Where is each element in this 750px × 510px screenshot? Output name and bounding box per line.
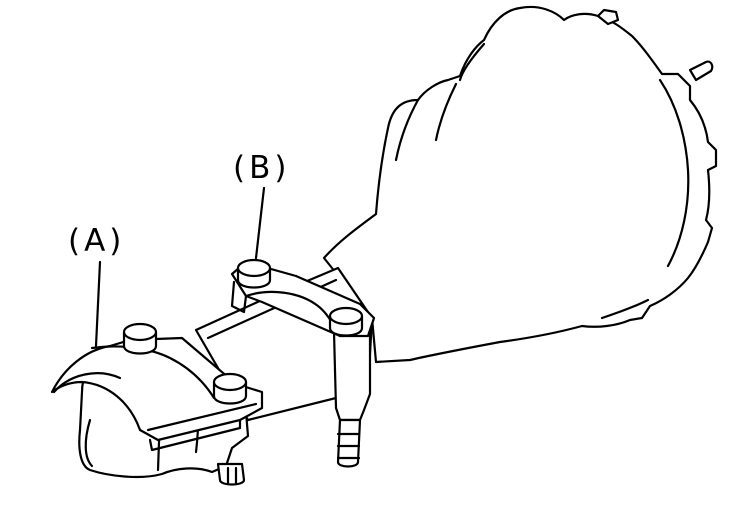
- saddle-a: [50, 322, 264, 452]
- saddle-a-bolt-1: [122, 322, 158, 355]
- callout-label-a: (A): [68, 223, 126, 259]
- leader-line-b: [254, 186, 266, 260]
- callout-label-b: (B): [233, 150, 291, 186]
- saddle-a-bolt-2: [212, 372, 248, 405]
- support-post: [332, 330, 372, 468]
- cradle-nut: [216, 462, 246, 486]
- clamp-b-bolt-1: [236, 258, 272, 289]
- carrier-housing: [322, 5, 718, 364]
- leader-line-a: [94, 260, 102, 348]
- clamp-b: [230, 258, 376, 338]
- clamp-b-bolt-2: [328, 306, 364, 337]
